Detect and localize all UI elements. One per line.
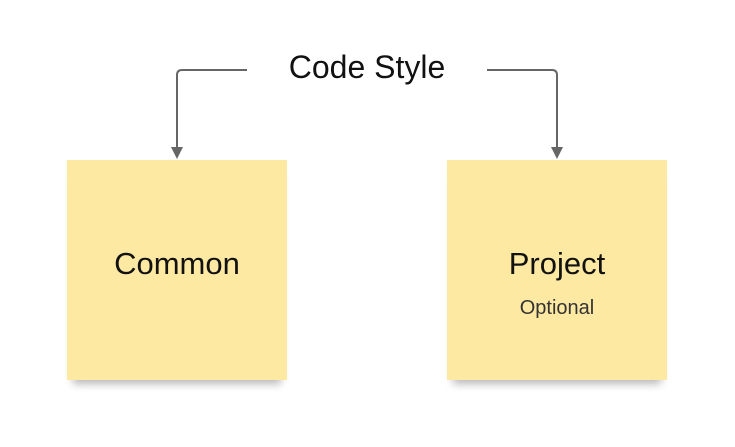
root-node-label: Code Style bbox=[288, 49, 446, 85]
arrow-to-project bbox=[487, 69, 558, 148]
arrowhead-common-icon bbox=[171, 147, 183, 159]
note-subtitle-project: Optional bbox=[519, 297, 595, 319]
note-title-project: Project bbox=[508, 246, 606, 281]
arrow-to-common bbox=[176, 69, 247, 148]
sticky-note-project: Project Optional bbox=[447, 160, 667, 380]
sticky-note-common: Common bbox=[67, 160, 287, 380]
arrowhead-project-icon bbox=[551, 147, 563, 159]
note-title-common: Common bbox=[114, 246, 240, 281]
